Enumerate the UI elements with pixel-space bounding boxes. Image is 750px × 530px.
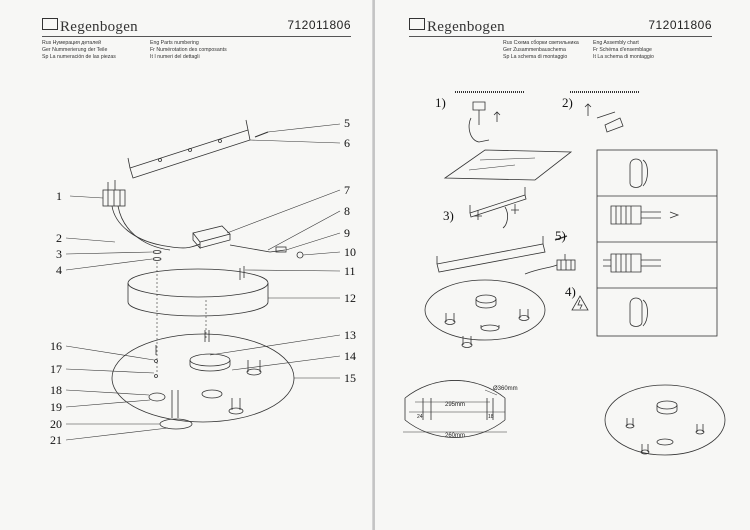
step-2-label: 2) (562, 95, 573, 110)
part-number-8: 8 (344, 204, 350, 218)
header-sp: Sp La numeración de las piezas (42, 54, 116, 60)
header-divider (409, 36, 712, 37)
side-view-top-arc (404, 380, 506, 399)
ceiling-plane (443, 149, 573, 181)
header-it: It La schema di montaggio (593, 54, 654, 60)
dimension-left-small: 24 (417, 414, 423, 420)
connector-open-icon (629, 158, 648, 188)
product-code: 712011806 (648, 18, 712, 32)
part-number-6: 6 (344, 136, 350, 150)
part-number-3: 3 (56, 247, 62, 261)
product-code: 712011806 (287, 18, 351, 32)
header-languages-col1: Rus Схема сборки светильника Ger Zusamme… (503, 40, 579, 61)
wiring-step-b-icon (603, 253, 661, 273)
part-number-9: 9 (344, 226, 350, 240)
page-fold (372, 0, 376, 530)
dimension-height: 260mm (445, 433, 466, 439)
dimension-width: 295mm (445, 402, 466, 408)
brand-logo: Regenbogen (409, 18, 505, 36)
wire-3 (502, 206, 509, 229)
bracket-mounted (469, 194, 527, 218)
step-3-label: 3) (443, 208, 454, 223)
cable-11 (239, 266, 245, 280)
hand-screwdriver-icon (584, 103, 624, 133)
wire-4 (524, 264, 558, 275)
part-number-17: 17 (50, 362, 62, 376)
wiring-step-a-icon (610, 205, 661, 225)
bracket-ends (127, 119, 249, 169)
part-number-19: 19 (50, 400, 62, 414)
header-languages-col1: Rus Нумерация деталей Ger Nummerierung d… (42, 40, 116, 61)
leader-lines (65, 123, 341, 441)
brand-logo: Regenbogen (42, 18, 138, 36)
header-ger: Ger Zusammenbauschema (503, 47, 566, 53)
part-number-15: 15 (344, 371, 356, 385)
driver-wire (229, 244, 286, 253)
part-number-2: 2 (56, 231, 62, 245)
dimension-right-small: 18 (488, 414, 494, 420)
bracket-on-canopy (436, 243, 546, 273)
washer-10 (296, 251, 304, 259)
header-sp: Sp La schema di montaggio (503, 54, 568, 60)
part-number-1: 1 (56, 189, 62, 203)
exploded-parts-diagram (65, 119, 341, 441)
wire-1 (111, 205, 201, 249)
header-rus: Rus Нумерация деталей (42, 40, 102, 46)
hand-drill-icon (468, 101, 490, 143)
part-number-11: 11 (344, 264, 356, 278)
header-eng: Eng Assembly chart (593, 40, 639, 46)
canopy-body (127, 283, 269, 317)
step-4-label: 4) (565, 284, 576, 299)
logo-mark-icon (42, 18, 58, 30)
part-number-10: 10 (344, 245, 356, 259)
canopy-top (127, 268, 269, 298)
part-number-12: 12 (344, 291, 356, 305)
electric-warning-icon (571, 295, 589, 311)
part-number-21: 21 (50, 433, 62, 447)
dimension-diameter: Ø360mm (493, 386, 518, 392)
part-number-5: 5 (344, 116, 350, 130)
part-number-13: 13 (344, 328, 356, 342)
brand-name: Regenbogen (60, 19, 138, 35)
part-number-16: 16 (50, 339, 62, 353)
parts-numbering-page: Regenbogen 712011806 Rus Нумерация детал… (0, 0, 373, 530)
canopy-disk (424, 279, 546, 341)
driver-box (192, 225, 231, 250)
part-number-4: 4 (56, 263, 62, 277)
header-languages-col2: Eng Parts numbering Fr Numérotation des … (150, 40, 227, 61)
lamp-bottom-view (604, 384, 726, 456)
mounting-bracket (129, 129, 251, 179)
wire-2 (117, 205, 171, 251)
part-number-7: 7 (344, 183, 350, 197)
header-ger: Ger Nummerierung der Teile (42, 47, 108, 53)
wiring-detail-panel (596, 149, 718, 337)
spot-18 (148, 392, 166, 402)
header-fr: Fr Numérotation des composants (150, 47, 227, 53)
connector-9 (275, 246, 287, 253)
step-1-label: 1) (435, 95, 446, 110)
assembly-diagram (403, 91, 726, 456)
logo-mark-icon (409, 18, 425, 30)
plate-15 (111, 333, 295, 423)
connector-closed-icon (629, 297, 648, 327)
part-number-18: 18 (50, 383, 62, 397)
header-rus: Rus Схема сборки светильника (503, 40, 579, 46)
step-5-label: 5) (555, 228, 566, 243)
screw (254, 131, 269, 138)
screw-anchors (474, 204, 519, 220)
header-it: It I numeri del dettagli (150, 54, 200, 60)
header-eng: Eng Parts numbering (150, 40, 199, 46)
assembly-chart-page: Regenbogen 712011806 Rus Схема сборки св… (375, 0, 750, 530)
header-languages-col2: Eng Assembly chart Fr Schéma d'ensemblag… (593, 40, 654, 61)
spot-14 (189, 353, 231, 367)
header-fr: Fr Schéma d'ensemblage (593, 47, 652, 53)
header-divider (42, 36, 351, 37)
part-number-14: 14 (344, 349, 356, 363)
brand-name: Regenbogen (427, 19, 505, 35)
part-number-20: 20 (50, 417, 62, 431)
